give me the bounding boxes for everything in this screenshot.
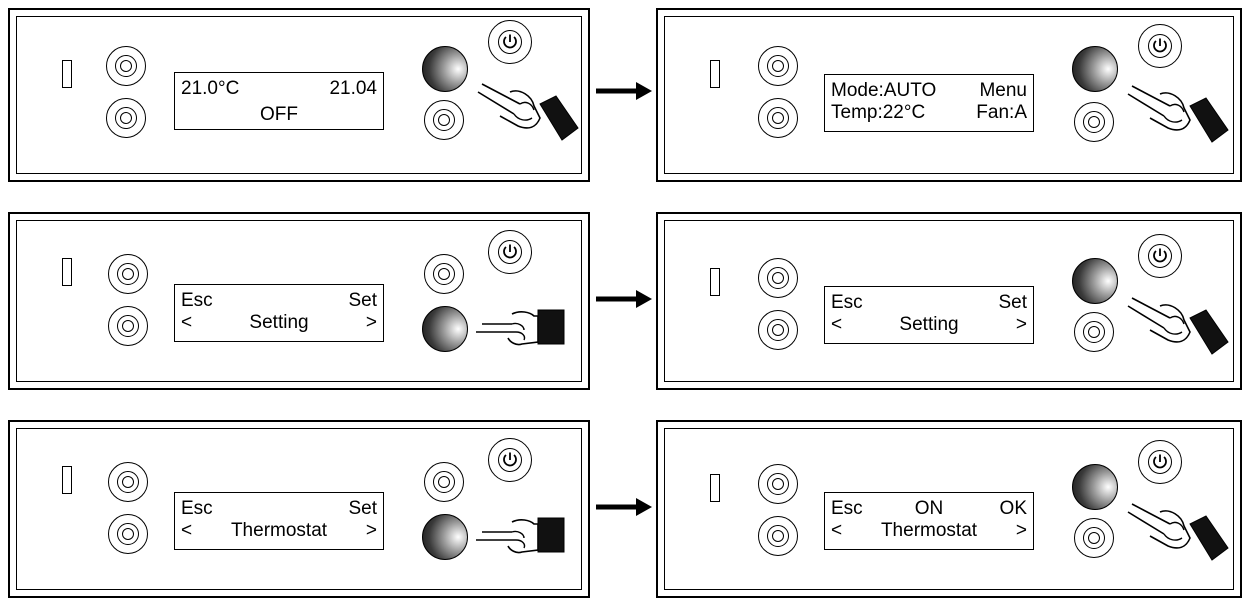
power-button[interactable] [488,20,532,64]
right-arrow-icon [596,290,652,308]
lcd-text-bottom-left: < [181,520,193,541]
pressed-knob-button[interactable] [422,306,468,352]
lcd-text-bottom-center: Setting [249,312,309,333]
lcd-text-bottom-right: > [365,312,377,333]
power-button[interactable] [1138,24,1182,68]
lcd-text-bottom-center: Thermostat [230,520,328,541]
power-icon [1153,454,1167,469]
knob-button[interactable] [106,98,146,138]
knob-button[interactable] [758,310,798,350]
lcd-text-bottom-left: < [831,520,843,541]
power-button[interactable] [1138,440,1182,484]
pressed-knob-button[interactable] [422,46,468,92]
pointing-hand-icon [476,309,565,346]
led-indicator [62,466,72,494]
lcd-text-top-left: Esc [831,498,863,519]
led-indicator [62,60,72,88]
pointing-hand-icon [1127,85,1229,143]
power-icon [1153,38,1167,53]
lcd-text-top-right: Set [998,292,1027,313]
lcd-text-bottom-center: Setting [899,314,959,335]
led-indicator [710,60,720,88]
panel-frame [664,16,1234,174]
lcd-text-bottom-right: Fan:A [976,102,1027,123]
led-indicator [710,268,720,296]
lcd-text-bottom-center: Thermostat [880,520,978,541]
knob-button[interactable] [758,46,798,86]
pointing-hand-icon [476,517,565,554]
knob-button[interactable] [758,258,798,298]
pressed-knob-button[interactable] [1072,464,1118,510]
led-indicator [710,474,720,502]
knob-button[interactable] [758,98,798,138]
lcd-text-top-left: 21.0°C [181,78,240,99]
knob-button[interactable] [108,514,148,554]
knob-button[interactable] [758,516,798,556]
power-button[interactable] [1138,234,1182,278]
lcd-text-bottom-left: Temp:22°C [831,102,926,123]
control-panel-step-2: Mode:AUTO Menu Temp:22°C Fan:A [656,8,1242,182]
pointing-hand-icon [1127,503,1229,561]
lcd-text-top-left: Esc [831,292,863,313]
control-panel-step-1: 21.0°C 21.04 OFF [8,8,590,182]
right-arrow-icon [596,82,652,100]
lcd-text-top-right: Set [348,498,377,519]
panel-frame [16,428,582,590]
lcd-text-bottom-left: < [181,312,193,333]
right-arrow-icon [596,498,652,516]
knob-button[interactable] [424,100,464,140]
lcd-display: Esc Set < Setting > [174,284,384,342]
lcd-display: Esc Set < Setting > [824,286,1034,344]
power-icon [1153,248,1167,263]
knob-button[interactable] [1074,312,1114,352]
power-icon [503,244,517,259]
lcd-display: 21.0°C 21.04 OFF [174,72,384,130]
control-panel-step-5: Esc Set < Thermostat > [8,420,590,598]
lcd-text-bottom-right: > [365,520,377,541]
lcd-text-bottom-left: < [831,314,843,335]
lcd-display: Esc Set < Thermostat > [174,492,384,550]
lcd-text-top-left: Mode:AUTO [831,80,937,101]
pressed-knob-button[interactable] [1072,258,1118,304]
lcd-text-top-right: Set [348,290,377,311]
pointing-hand-icon [1127,297,1229,355]
lcd-text-bottom-right: > [1015,520,1027,541]
knob-button[interactable] [108,254,148,294]
knob-button[interactable] [108,306,148,346]
knob-button[interactable] [106,46,146,86]
power-button[interactable] [488,438,532,482]
lcd-text-top-center: ON [914,498,944,519]
power-button[interactable] [488,230,532,274]
knob-button[interactable] [424,254,464,294]
control-panel-step-4: Esc Set < Setting > [656,212,1242,390]
lcd-display: Esc ON OK < Thermostat > [824,492,1034,550]
panel-frame [664,428,1234,590]
led-indicator [62,258,72,286]
lcd-text-bottom-right: > [1015,314,1027,335]
lcd-text-top-left: Esc [181,290,213,311]
lcd-text-top-right: OK [999,498,1027,519]
lcd-text-top-left: Esc [181,498,213,519]
lcd-display: Mode:AUTO Menu Temp:22°C Fan:A [824,74,1034,132]
pressed-knob-button[interactable] [1072,46,1118,92]
lcd-text-center: OFF [260,104,298,125]
knob-button[interactable] [1074,102,1114,142]
pressed-knob-button[interactable] [422,514,468,560]
panel-frame [664,220,1234,382]
lcd-text-top-right: Menu [979,80,1027,101]
knob-button[interactable] [424,462,464,502]
power-icon [503,452,517,467]
knob-button[interactable] [758,464,798,504]
panel-frame [16,16,582,174]
knob-button[interactable] [108,462,148,502]
control-panel-step-3: Esc Set < Setting > [8,212,590,390]
panel-frame [16,220,582,382]
knob-button[interactable] [1074,518,1114,558]
power-icon [503,34,517,49]
control-panel-step-6: Esc ON OK < Thermostat > [656,420,1242,598]
lcd-text-top-right: 21.04 [329,78,377,99]
pointing-hand-icon [477,83,579,141]
